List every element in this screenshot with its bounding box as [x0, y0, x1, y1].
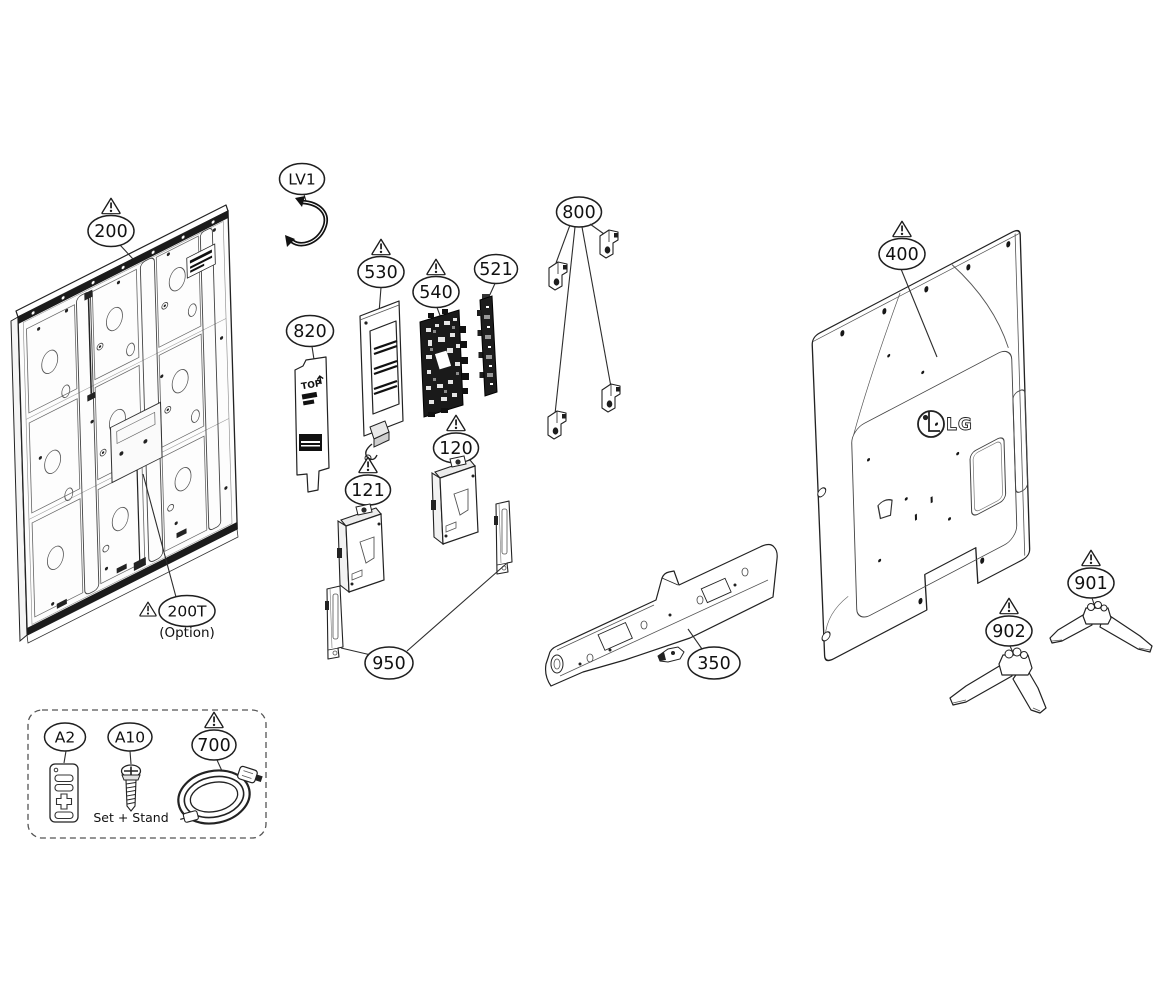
- top-marking: TOP: [301, 379, 323, 392]
- main-ic-chip: [434, 350, 452, 370]
- speaker-module: [336, 503, 385, 593]
- speaker-121: 121: [336, 456, 392, 593]
- callout-label-700: 700: [197, 736, 230, 756]
- power-cord-700: 700: [177, 711, 263, 825]
- callout-label-A10: A10: [115, 729, 145, 747]
- bracket: [601, 383, 621, 413]
- callout-200T: 200T (Option): [139, 473, 216, 641]
- warning-icon: [426, 258, 446, 276]
- power-board-530: 530: [357, 238, 405, 462]
- callout-label-521: 521: [479, 260, 512, 280]
- speaker-module: [430, 455, 479, 545]
- insulation-sheet-820: 820 TOP: [285, 314, 335, 493]
- main-board-540: 540: [412, 258, 469, 418]
- set-stand-note: Set + Stand: [93, 810, 168, 825]
- callout-label-A2: A2: [55, 729, 75, 747]
- callout-label-121: 121: [351, 481, 384, 501]
- callout-label-950: 950: [372, 654, 405, 674]
- callout-label-800: 800: [562, 203, 595, 223]
- lg-logo-text: LG: [946, 415, 973, 435]
- side-board-521: 521: [473, 253, 519, 397]
- callout-200: 200: [87, 197, 135, 260]
- dpad-cross: [55, 793, 73, 810]
- screw-a10: A10 Set + Stand: [93, 722, 169, 825]
- bottom-supporter-350: 350: [544, 543, 778, 687]
- callout-label-LV1: LV1: [288, 171, 315, 189]
- back-cover-400: LG 400: [811, 220, 1031, 662]
- guide-left: [324, 585, 344, 660]
- panel-assembly-200: [10, 204, 239, 644]
- callout-label-120: 120: [439, 439, 472, 459]
- bracket: [599, 229, 619, 259]
- speaker-120: 120: [430, 414, 480, 545]
- callout-label-901: 901: [1074, 574, 1107, 594]
- warning-icon: [358, 456, 378, 474]
- callout-label-200T: 200T: [167, 603, 207, 621]
- lg-logo: LG: [917, 410, 973, 438]
- wall-brackets-800: 800: [547, 196, 621, 440]
- warning-icon: [139, 601, 157, 617]
- callout-label-200: 200: [94, 222, 127, 242]
- warning-icon: [892, 220, 912, 238]
- warning-icon: [446, 414, 466, 432]
- callout-label-820: 820: [293, 322, 326, 342]
- stand-leg-901: 901: [1049, 549, 1153, 653]
- callout-label-902: 902: [992, 622, 1025, 642]
- warning-icon: [1081, 549, 1101, 567]
- callout-label-540: 540: [419, 283, 452, 303]
- warning-icon: [371, 238, 391, 256]
- remote-control-a2: A2: [43, 722, 87, 823]
- bracket: [548, 261, 568, 291]
- warning-icon: [101, 197, 121, 215]
- option-note: (Option): [159, 625, 215, 641]
- callout-label-350: 350: [697, 654, 730, 674]
- warning-icon: [204, 711, 224, 729]
- callout-label-530: 530: [364, 263, 397, 283]
- callout-label-400: 400: [885, 245, 918, 265]
- guide-brackets-950: 950: [324, 500, 513, 680]
- cable-lv1: LV1: [278, 162, 328, 247]
- warning-icon: [999, 597, 1019, 615]
- up-arrow-icon: [316, 375, 324, 385]
- stand-leg-902: 902: [949, 597, 1047, 714]
- bracket: [547, 410, 567, 440]
- accessory-box: A2 A10 Set + Stand: [27, 709, 267, 839]
- guide-right: [493, 500, 513, 575]
